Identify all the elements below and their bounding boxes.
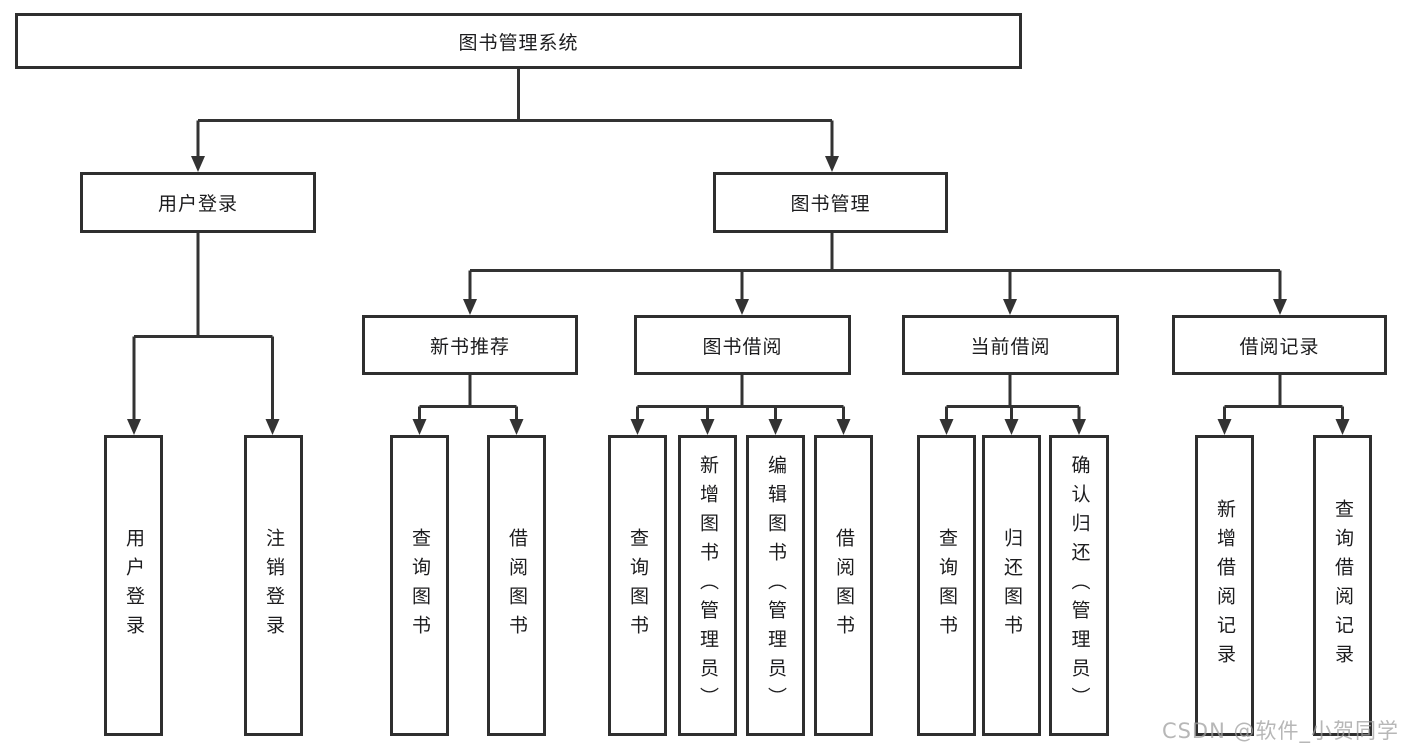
arrow-leaf-s1c3: [836, 419, 851, 435]
leaf-query-books-borrow-label: 查询图书: [627, 527, 649, 644]
node-user-login-label: 用户登录: [157, 193, 238, 215]
arrow-mgmt: [825, 156, 839, 172]
connector-sec2-branch: [945, 375, 1081, 422]
arrow-leaf-s0c1: [509, 419, 524, 435]
node-root: 图书管理系统: [15, 13, 1022, 69]
node-current-borrow: 当前借阅: [902, 315, 1119, 375]
arrow-sec2: [1003, 299, 1017, 315]
node-book-management: 图书管理: [713, 172, 948, 233]
node-book-borrow: 图书借阅: [634, 315, 851, 375]
leaf-return-book-label: 归还图书: [1001, 527, 1023, 644]
leaf-borrow-books: 借阅图书: [814, 435, 873, 736]
leaf-borrow-books-recommend: 借阅图书: [487, 435, 546, 736]
leaf-user-login: 用户登录: [104, 435, 163, 736]
arrow-user: [191, 156, 205, 172]
arrow-leaf-s1c2: [768, 419, 783, 435]
leaf-add-book-admin: 新增图书（管理员）: [678, 435, 737, 736]
node-user-login: 用户登录: [80, 172, 316, 233]
leaf-query-books-recommend: 查询图书: [390, 435, 449, 736]
leaf-query-books-current-label: 查询图书: [936, 527, 958, 644]
arrow-leaf-s3c1: [1335, 419, 1350, 435]
connector-sec3-branch: [1223, 375, 1344, 422]
leaf-borrow-books-label: 借阅图书: [833, 527, 855, 644]
arrow-leaf-s1c0: [630, 419, 645, 435]
leaf-borrow-books-recommend-label: 借阅图书: [506, 527, 528, 644]
arrow-leaf-s2c2: [1072, 419, 1086, 435]
leaf-return-book: 归还图书: [982, 435, 1041, 736]
leaf-edit-book-admin: 编辑图书（管理员）: [746, 435, 805, 736]
node-book-management-label: 图书管理: [790, 193, 871, 215]
arrow-leaf-s2c1: [1004, 419, 1019, 435]
arrow-leaf-s0c0: [412, 419, 427, 435]
arrowheads: [127, 156, 1350, 435]
node-borrow-records: 借阅记录: [1172, 315, 1387, 375]
arrow-sec3: [1273, 299, 1287, 315]
arrow-sec1: [735, 299, 749, 315]
leaf-query-borrow-record: 查询借阅记录: [1313, 435, 1372, 736]
leaf-query-books-borrow: 查询图书: [608, 435, 667, 736]
csdn-watermark: CSDN @软件_小贺同学: [1161, 719, 1399, 743]
leaf-query-books-recommend-label: 查询图书: [409, 527, 431, 644]
leaf-logout: 注销登录: [244, 435, 303, 736]
node-new-book-recommend: 新书推荐: [362, 315, 578, 375]
node-new-book-recommend-label: 新书推荐: [429, 335, 510, 358]
leaf-logout-label: 注销登录: [263, 527, 285, 644]
node-root-label: 图书管理系统: [458, 31, 579, 54]
leaf-query-borrow-record-label: 查询借阅记录: [1332, 498, 1354, 673]
connector-mgmt-branch: [468, 233, 1282, 302]
node-borrow-records-label: 借阅记录: [1239, 335, 1320, 358]
connector-sec0-branch: [418, 375, 518, 422]
arrow-leaf-u1: [265, 419, 280, 435]
leaf-query-books-current: 查询图书: [917, 435, 976, 736]
leaf-add-book-admin-label: 新增图书（管理员）: [697, 455, 719, 716]
leaf-add-borrow-record-label: 新增借阅记录: [1214, 498, 1236, 673]
leaf-confirm-return-admin: 确认归还（管理员）: [1049, 435, 1109, 736]
arrow-leaf-s1c1: [700, 419, 715, 435]
leaf-confirm-return-admin-label: 确认归还（管理员）: [1068, 455, 1091, 716]
arrow-leaf-u0: [127, 419, 141, 435]
leaf-add-borrow-record: 新增借阅记录: [1195, 435, 1254, 736]
node-book-borrow-label: 图书借阅: [702, 335, 783, 358]
arrow-sec0: [463, 299, 477, 315]
connector-user-branch: [132, 233, 274, 422]
connector-root-stem: [196, 69, 834, 159]
leaf-user-login-label: 用户登录: [123, 527, 145, 644]
arrow-leaf-s2c0: [939, 419, 954, 435]
arrow-leaf-s3c0: [1217, 419, 1232, 435]
leaf-edit-book-admin-label: 编辑图书（管理员）: [765, 455, 787, 716]
connector-sec1-branch: [636, 375, 845, 422]
node-current-borrow-label: 当前借阅: [970, 335, 1051, 358]
